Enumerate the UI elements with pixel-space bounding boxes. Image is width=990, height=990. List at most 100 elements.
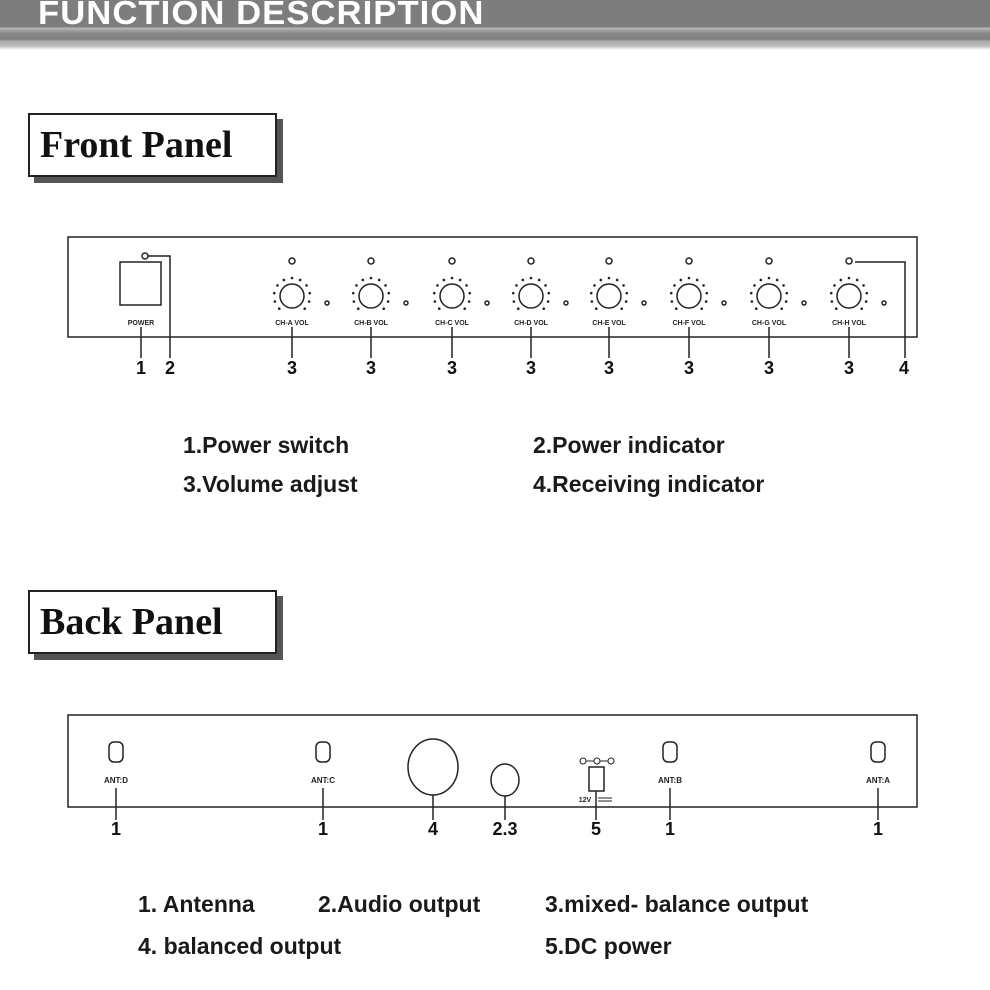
callout-number: 3	[526, 358, 536, 378]
scale-dot	[511, 291, 515, 295]
channel-label: CH-A VOL	[275, 320, 309, 327]
scale-dot	[674, 307, 678, 311]
scale-dot	[544, 284, 547, 287]
scale-dot	[516, 307, 520, 311]
scale-dot	[387, 291, 391, 295]
antenna-port	[870, 741, 886, 763]
scale-dot	[829, 291, 833, 295]
scale-dot	[839, 278, 843, 282]
back-panel-outline	[67, 714, 918, 808]
channel-label: CH-C VOL	[435, 320, 470, 327]
antenna-label: ANT:A	[866, 776, 890, 785]
status-led	[324, 300, 330, 306]
scale-dot	[352, 300, 356, 303]
callout-number: 1	[873, 819, 883, 839]
scale-dot	[589, 291, 593, 295]
scale-dot	[830, 300, 834, 303]
antenna-label: ANT:B	[658, 776, 682, 785]
legend-item: 3.mixed- balance output	[545, 891, 809, 917]
scale-dot	[433, 300, 437, 303]
scale-dot	[276, 284, 279, 287]
scale-dot	[542, 307, 546, 311]
knob	[439, 283, 465, 309]
scale-dot	[521, 278, 525, 282]
back-panel-heading: Back Panel	[28, 590, 277, 654]
scale-dot	[615, 278, 619, 282]
scale-dot	[834, 307, 838, 311]
scale-dot	[785, 291, 789, 295]
scale-dot	[620, 307, 624, 311]
legend-item: 1.Power switch	[183, 432, 350, 458]
scale-dot	[442, 278, 446, 282]
status-led	[403, 300, 409, 306]
legend-item: 4.Receiving indicator	[533, 471, 765, 497]
scale-dot	[625, 291, 629, 295]
legend-item: 2.Power indicator	[533, 432, 725, 458]
scale-dot	[361, 278, 365, 282]
antenna-label: ANT:D	[104, 776, 128, 785]
legend-item: 2.Audio output	[318, 891, 481, 917]
callout-number: 1	[136, 358, 146, 378]
antenna-connector: ANT:A 1	[866, 741, 890, 839]
callout-number: 5	[591, 819, 601, 839]
scale-dot	[382, 307, 386, 311]
receiving-led	[765, 257, 773, 265]
scale-dot	[702, 284, 705, 287]
power-label: POWER	[128, 320, 154, 327]
scale-dot	[865, 291, 869, 295]
callout-number: 3	[764, 358, 774, 378]
scale-dot	[290, 276, 294, 280]
scale-dot	[512, 300, 516, 303]
status-led	[484, 300, 490, 306]
callout-number: 3	[447, 358, 457, 378]
scale-dot	[775, 278, 779, 282]
scale-dot	[351, 291, 355, 295]
scale-dot	[377, 278, 381, 282]
scale-dot	[607, 276, 611, 280]
scale-dot	[624, 300, 628, 303]
scale-dot	[529, 276, 533, 280]
scale-dot	[599, 278, 603, 282]
dc-symbol-icon	[598, 797, 612, 802]
scale-dot	[767, 276, 771, 280]
scale-dot	[305, 284, 308, 287]
callout-number: 4	[899, 358, 909, 378]
legend-item: 4. balanced output	[138, 933, 342, 959]
callout-number: 3	[604, 358, 614, 378]
knob	[836, 283, 862, 309]
channel-label: CH-F VOL	[672, 320, 706, 327]
legend-item: 3.Volume adjust	[183, 471, 358, 497]
scale-dot	[855, 278, 859, 282]
receiving-led	[448, 257, 456, 265]
antenna-port	[108, 741, 124, 763]
receiving-led	[845, 257, 853, 265]
scale-dot	[298, 278, 302, 282]
scale-dot	[749, 291, 753, 295]
scale-dot	[308, 291, 312, 295]
scale-dot	[307, 300, 311, 303]
scale-dot	[687, 276, 691, 280]
scale-dot	[437, 307, 441, 311]
antenna-port	[662, 741, 678, 763]
channel-label: CH-H VOL	[832, 320, 867, 327]
audio-output-jack	[490, 763, 520, 797]
receiving-led	[367, 257, 375, 265]
dc-voltage-label: 12V	[579, 797, 592, 804]
scale-dot	[432, 291, 436, 295]
scale-dot	[537, 278, 541, 282]
scale-dot	[860, 307, 864, 311]
scale-dot	[704, 300, 708, 303]
legend-item: 5.DC power	[545, 933, 672, 959]
callout-number: 1	[318, 819, 328, 839]
volume-knob-3: CH-C VOL 3	[432, 257, 490, 378]
scale-dot	[847, 276, 851, 280]
callout-line	[855, 261, 906, 358]
status-led	[801, 300, 807, 306]
page-title: FUNCTION DESCRIPTION	[38, 0, 485, 31]
